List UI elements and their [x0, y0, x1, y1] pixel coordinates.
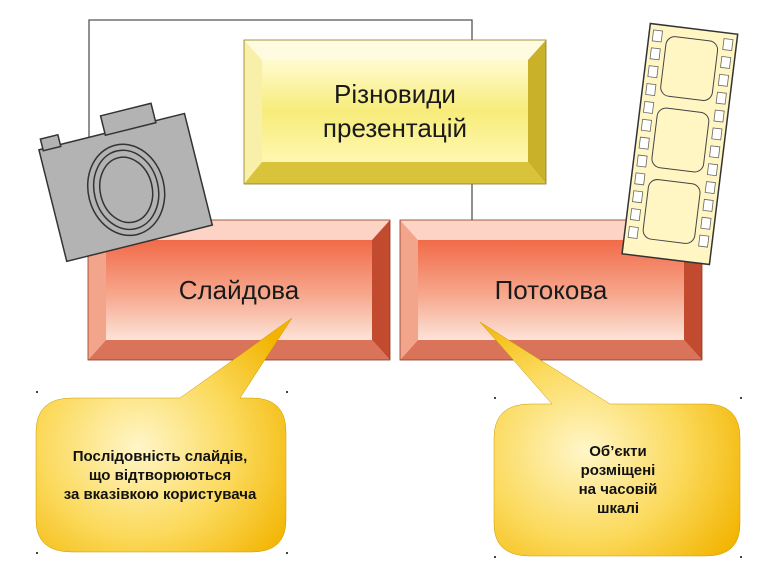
stream-box-label: Потокова: [494, 274, 608, 305]
main-box-title: Різновиди презентацій: [262, 60, 528, 162]
callout-slide-line-1: Послідовність слайдів,: [72, 447, 248, 465]
callout-slide-text: Послідовність слайдів, що відтворюються …: [40, 400, 280, 550]
callout-stream-shape: [479, 321, 741, 557]
callout-stream-text: Об’єкти розміщені на часовій шкалі: [498, 405, 738, 555]
callout-slide-line-3: за вказівкою користувача: [63, 485, 257, 503]
callout-stream-line-1: Об’єкти: [589, 443, 647, 460]
main-box: [243, 39, 547, 185]
slide-box-label: Слайдова: [178, 274, 300, 305]
stream-box: [399, 219, 703, 361]
callout-stream-line-4: шкалі: [596, 500, 640, 517]
selection-handles: [36, 391, 742, 558]
camera-icon: [38, 102, 214, 263]
main-box-title-line-2: презентацій: [322, 113, 468, 143]
callout-slide-line-2: що відтворюються: [88, 466, 232, 484]
film-strip-icon: [621, 22, 739, 266]
callout-stream-line-3: на часовій: [578, 481, 658, 498]
main-box-title-line-1: Різновиди: [334, 79, 456, 109]
callout-stream-line-2: розміщені: [580, 462, 656, 479]
callout-slide-shape: [35, 317, 293, 553]
